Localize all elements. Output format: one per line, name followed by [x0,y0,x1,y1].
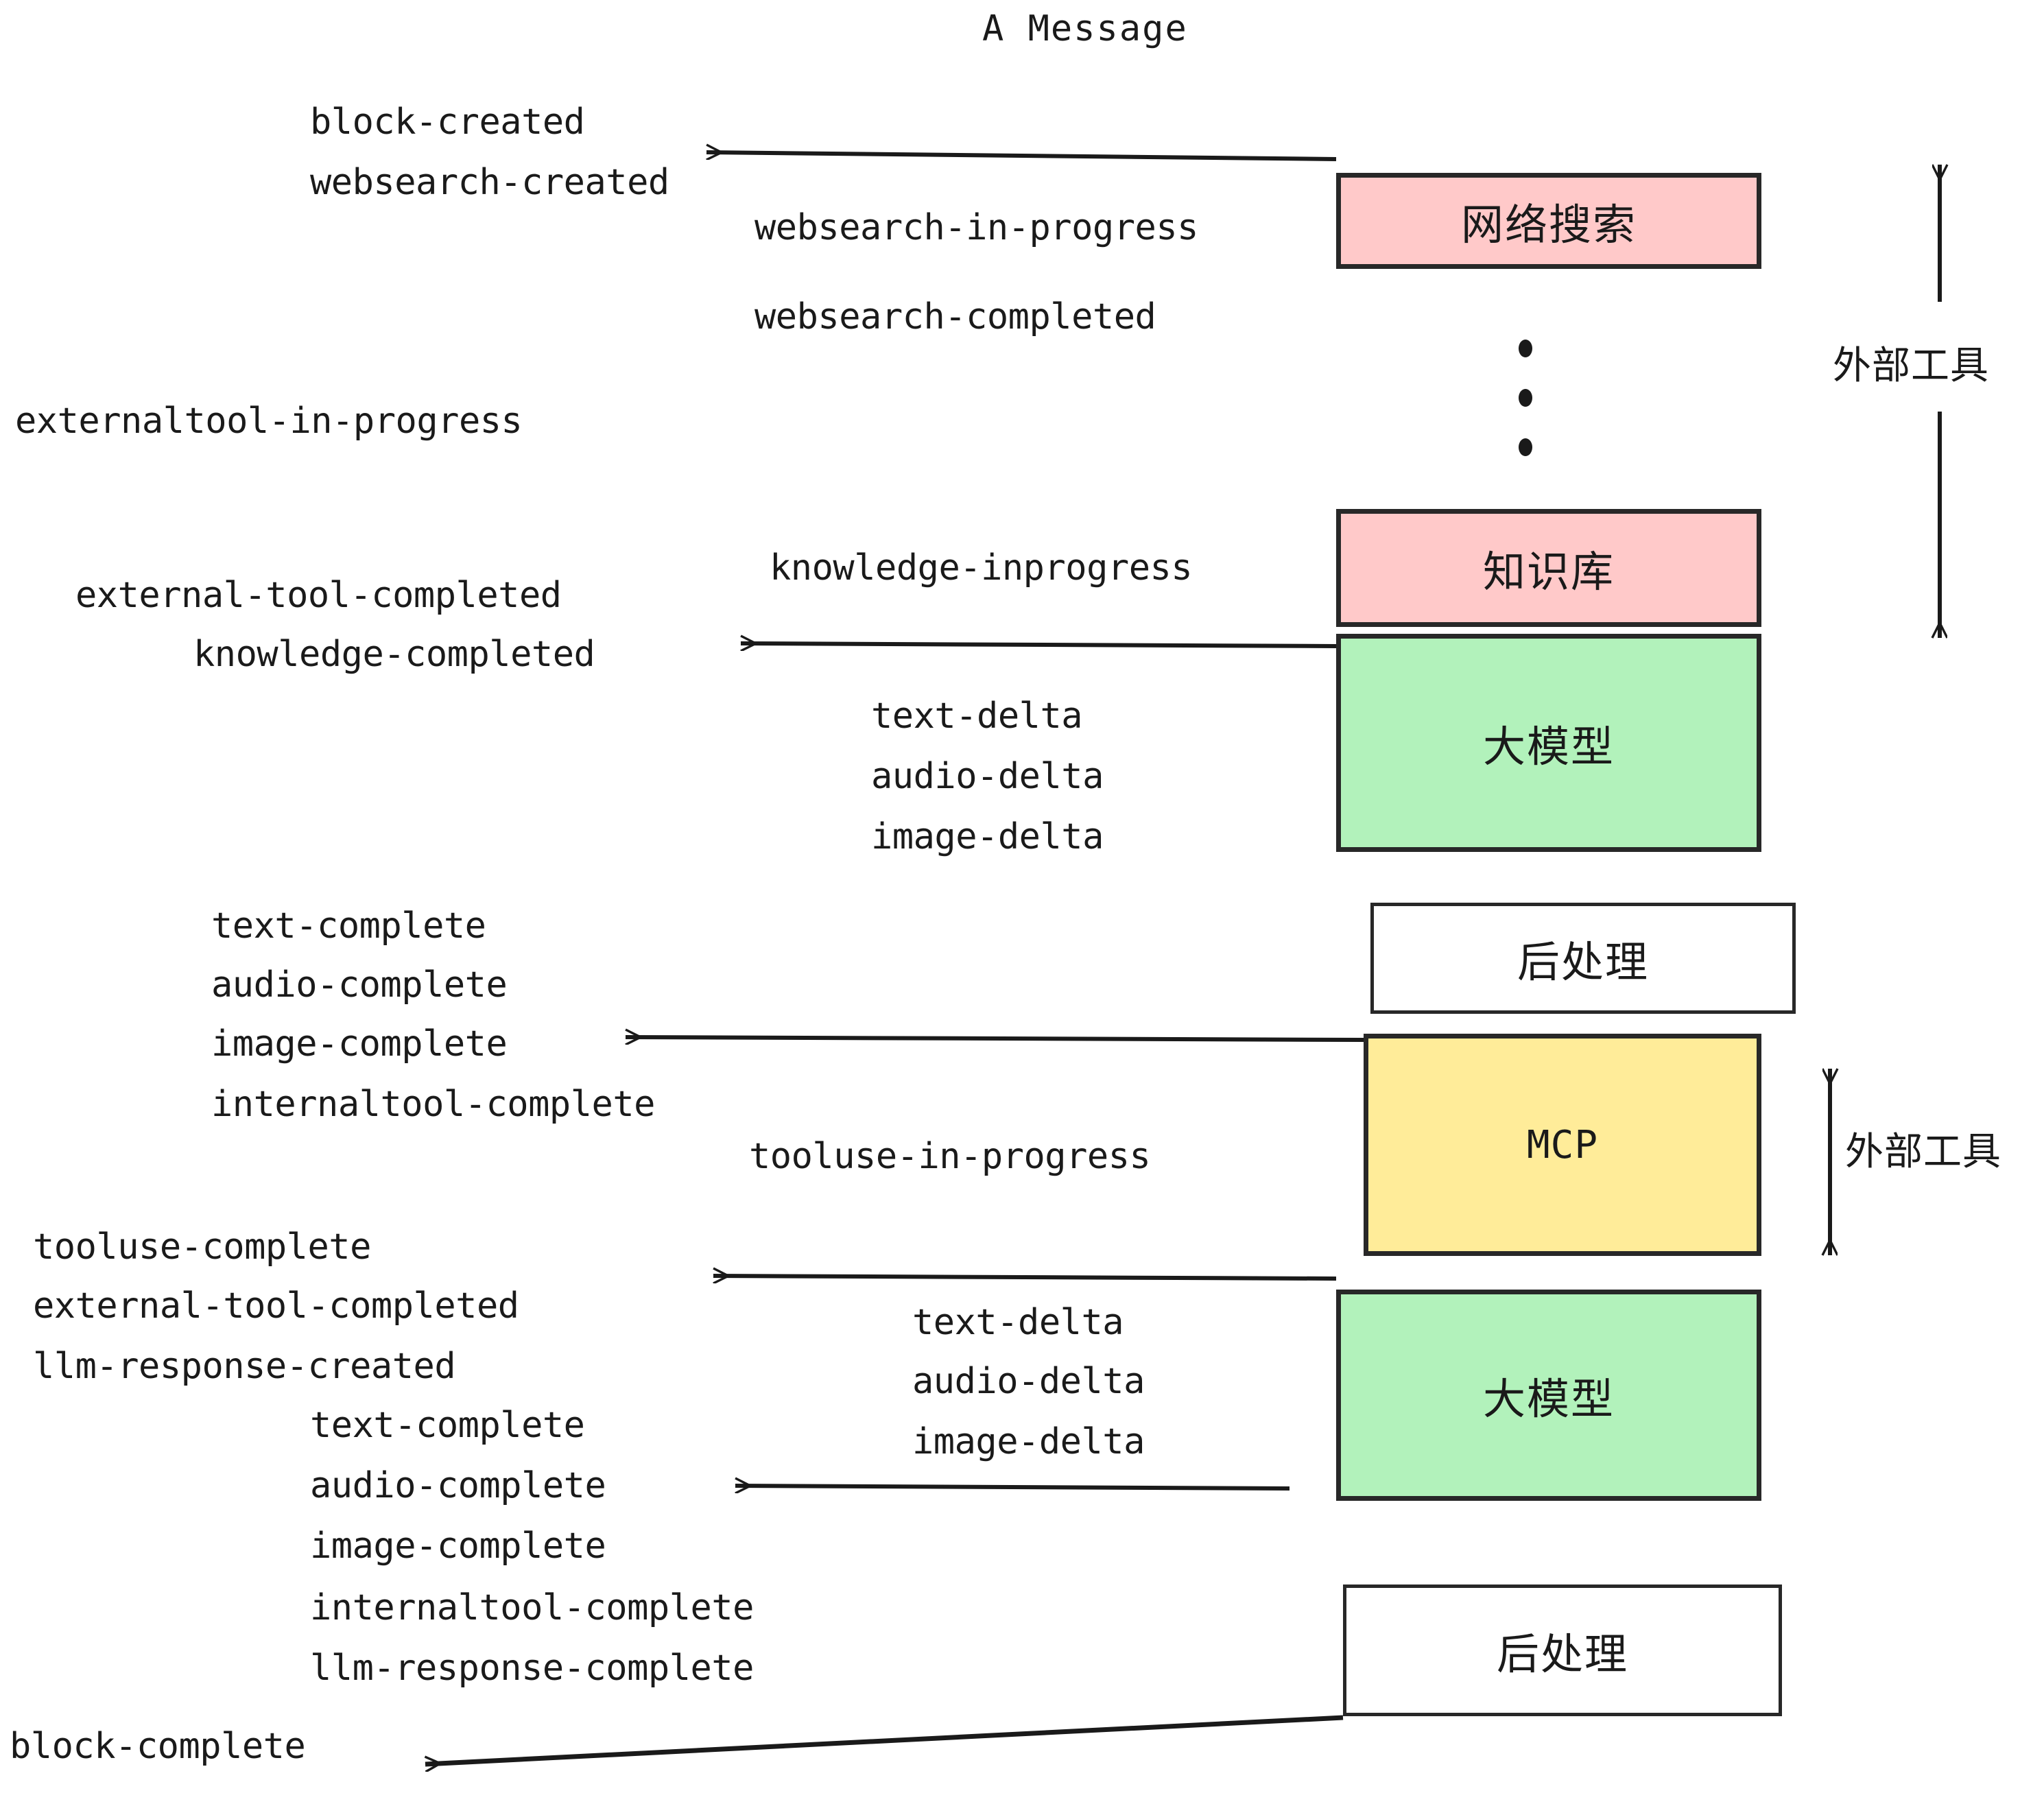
arrow-audio-complete [735,1486,1290,1488]
event-tooluse-in-progress: tooluse-in-progress [749,1136,1151,1177]
box-knowledge: 知识库 [1336,509,1761,627]
arrow-websearch-created [706,152,1337,161]
event-block-created: block-created [310,102,585,143]
box-mcp-label: MCP [1526,1122,1599,1167]
arrow-knowledge-completed [741,643,1337,646]
event-websearch-created: websearch-created [310,162,669,203]
event-websearch-in-progress: websearch-in-progress [754,207,1198,248]
event-external-tool-completed-1: external-tool-completed [75,575,562,616]
box-postprocess-1-label: 后处理 [1517,937,1649,987]
event-llm-response-complete: llm-response-complete [310,1648,754,1689]
box-llm-2: 大模型 [1336,1290,1761,1501]
box-postprocess-2: 后处理 [1343,1585,1782,1716]
event-tooluse-complete: tooluse-complete [33,1226,371,1268]
event-block-complete: block-complete [10,1726,306,1767]
event-image-complete-2: image-complete [310,1526,606,1567]
box-knowledge-label: 知识库 [1482,547,1615,597]
arrow-block-complete [425,1715,1344,1764]
event-internaltool-complete-2: internaltool-complete [310,1587,754,1628]
event-audio-delta-2: audio-delta [912,1361,1145,1402]
event-audio-complete-1: audio-complete [211,964,508,1006]
event-external-tool-completed-2: external-tool-completed [33,1285,519,1327]
vertical-ellipsis [1517,340,1534,456]
ellipsis-dot [1519,438,1532,456]
box-websearch: 网络搜索 [1336,173,1761,269]
event-image-delta-2: image-delta [912,1421,1145,1462]
ellipsis-dot [1519,340,1532,357]
box-llm-2-label: 大模型 [1482,1374,1615,1424]
event-text-delta-2: text-delta [912,1302,1124,1343]
box-llm-1: 大模型 [1336,634,1761,852]
event-internaltool-complete-1: internaltool-complete [211,1084,655,1125]
event-knowledge-completed: knowledge-completed [193,634,595,675]
external-tool-label-top: 外部工具 [1833,344,1989,388]
event-text-complete-2: text-complete [310,1405,585,1446]
page-title: A Message [982,8,1188,49]
box-postprocess-1: 后处理 [1370,903,1796,1014]
event-externaltool-in-progress: externaltool-in-progress [15,401,523,442]
ellipsis-dot [1519,389,1532,407]
external-tool-label-bottom: 外部工具 [1845,1130,2001,1174]
event-llm-response-created: llm-response-created [33,1346,456,1387]
box-postprocess-2-label: 后处理 [1496,1629,1628,1679]
box-websearch-label: 网络搜索 [1460,200,1637,250]
box-llm-1-label: 大模型 [1482,722,1615,772]
event-audio-delta-1: audio-delta [871,756,1104,797]
arrow-tooluse-complete [713,1276,1337,1279]
box-mcp: MCP [1364,1034,1761,1256]
event-image-complete-1: image-complete [211,1023,508,1065]
event-text-delta-1: text-delta [871,696,1083,737]
event-knowledge-inprogress: knowledge-inprogress [770,547,1193,589]
event-websearch-completed: websearch-completed [754,296,1156,337]
event-audio-complete-2: audio-complete [310,1465,606,1506]
event-text-complete-1: text-complete [211,905,486,947]
arrow-image-complete [626,1037,1364,1040]
event-image-delta-1: image-delta [871,816,1104,857]
